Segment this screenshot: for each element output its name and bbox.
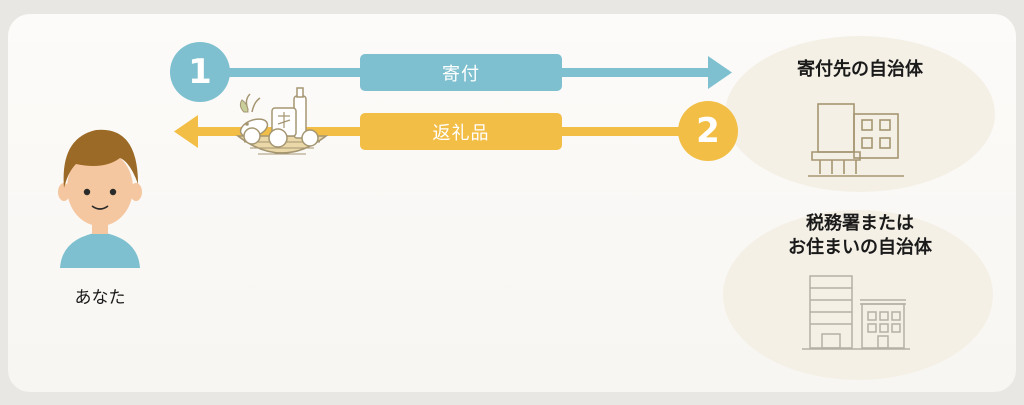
tax-office-blob [723, 210, 993, 380]
donation-arrow-head [708, 56, 732, 89]
step-2-number: 2 [696, 111, 720, 151]
return-gift-label: 返礼品 [432, 122, 490, 144]
person-avatar-icon [58, 129, 142, 268]
you-label: あなた [74, 288, 126, 308]
office-buildings-icon [802, 275, 910, 350]
step-1-number: 1 [188, 52, 212, 92]
return-gift-arrow-head [174, 115, 198, 148]
tax-office-title-line2: お住まいの自治体 [788, 237, 932, 258]
donation-label: 寄付 [442, 63, 480, 85]
return-gift-label-box [360, 113, 562, 150]
step-2-circle [678, 101, 738, 161]
tax-office-title-line1: 税務署または [806, 213, 914, 234]
municipal-building-icon [808, 103, 904, 177]
donation-arrow [170, 42, 732, 102]
donation-label-box [360, 54, 562, 91]
return-gift-arrow [174, 101, 738, 161]
gift-basket-icon [235, 87, 329, 155]
recipient-title: 寄付先の自治体 [797, 59, 923, 80]
step-1-circle [170, 42, 230, 102]
